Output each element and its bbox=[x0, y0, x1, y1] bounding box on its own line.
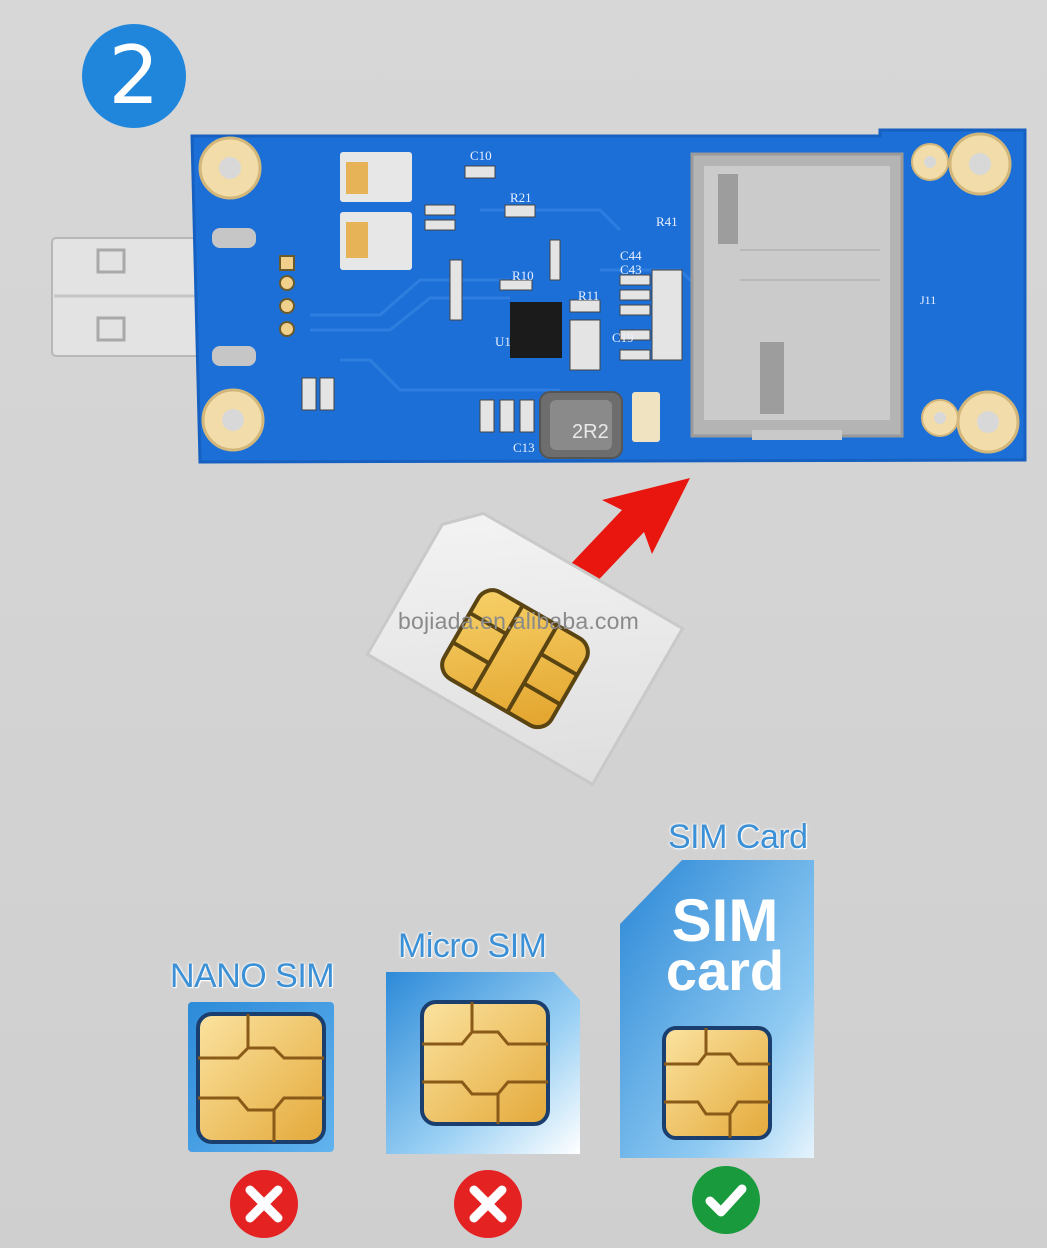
micro-sim-card bbox=[386, 972, 580, 1154]
svg-text:C43: C43 bbox=[620, 262, 642, 277]
sim-card-slot bbox=[690, 152, 904, 440]
nano-sim-card bbox=[188, 1002, 334, 1152]
cross-icon bbox=[230, 1170, 298, 1238]
svg-text:C44: C44 bbox=[620, 248, 642, 263]
standard-sim-card bbox=[620, 860, 814, 1158]
svg-text:C13: C13 bbox=[513, 440, 535, 455]
inductor-label: 2R2 bbox=[572, 421, 609, 443]
svg-text:R11: R11 bbox=[578, 288, 599, 303]
mounting-hole-right-bottom bbox=[921, 390, 1020, 454]
slot-label: J11 bbox=[920, 293, 936, 307]
svg-text:R10: R10 bbox=[512, 268, 534, 283]
full-size-sim-card bbox=[340, 470, 700, 830]
nano-sim-title: NANO SIM bbox=[170, 957, 335, 995]
watermark-text: bojiada.en.alibaba.com bbox=[398, 608, 639, 634]
sim-card-text-sim: SIM bbox=[671, 887, 779, 954]
inductor bbox=[539, 391, 623, 459]
usb-sim-adapter-board: C10 R21 R10 R11 U1 C13 C44 C43 R41 C19 2… bbox=[40, 120, 1030, 470]
mounting-hole-left-bottom bbox=[201, 388, 265, 452]
svg-text:R41: R41 bbox=[656, 214, 678, 229]
controller-ic bbox=[510, 302, 562, 358]
check-icon bbox=[692, 1166, 760, 1234]
mounting-hole-right-top bbox=[911, 132, 1012, 196]
svg-text:U1: U1 bbox=[495, 334, 511, 349]
sim-card-title: SIM Card bbox=[668, 818, 808, 856]
micro-sim-title: Micro SIM bbox=[398, 927, 547, 965]
adapter-board-illustration: C10 R21 R10 R11 U1 C13 C44 C43 R41 C19 2… bbox=[51, 128, 1027, 464]
mounting-hole-left-top bbox=[198, 136, 262, 200]
cross-icon bbox=[454, 1170, 522, 1238]
svg-text:C10: C10 bbox=[470, 148, 492, 163]
svg-text:C19: C19 bbox=[612, 330, 634, 345]
step-number-badge: 2 bbox=[82, 24, 186, 128]
svg-text:R21: R21 bbox=[510, 190, 532, 205]
sim-card-text-card: card bbox=[665, 939, 785, 1002]
